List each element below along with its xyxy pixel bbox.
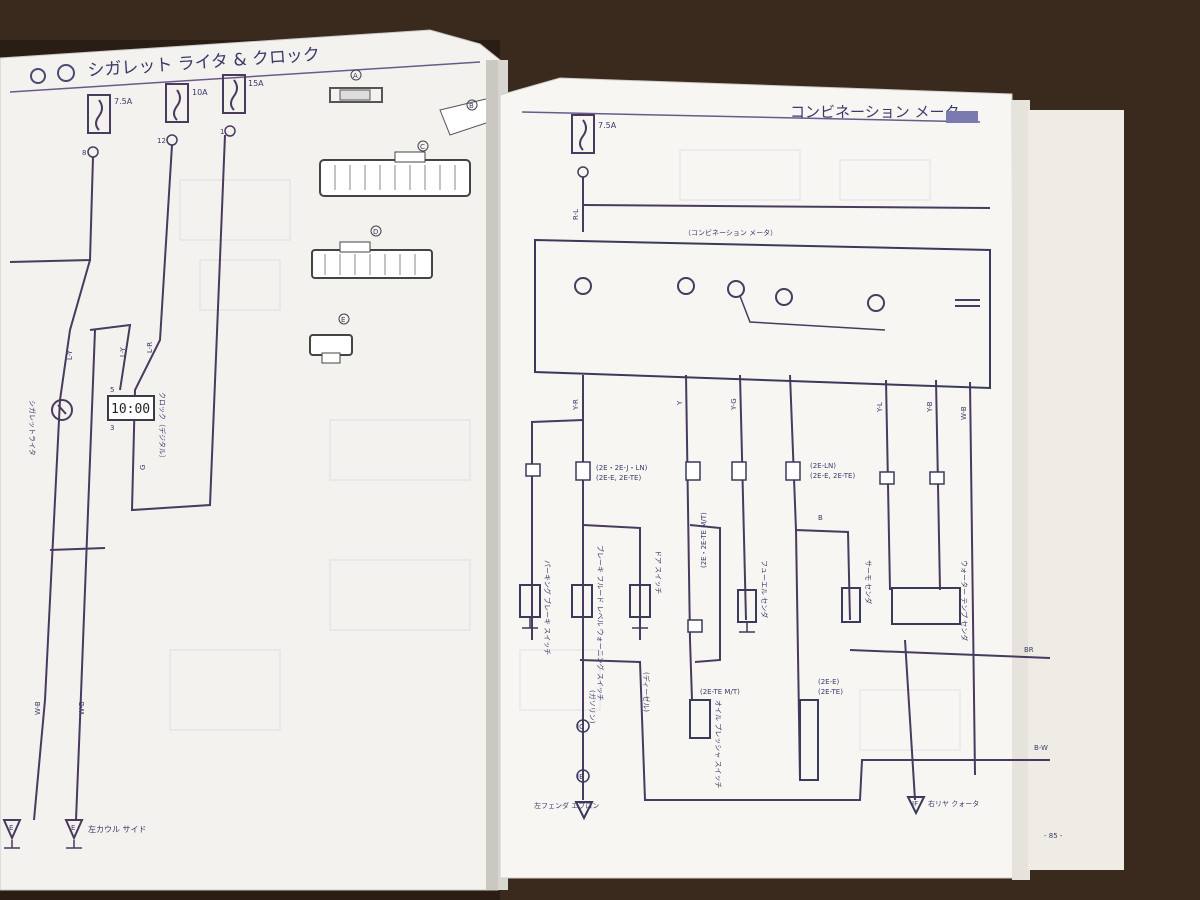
svg-text:フューエル センダ: フューエル センダ [760, 560, 769, 618]
svg-text:オイル プレッシャ スイッチ: オイル プレッシャ スイッチ [714, 700, 722, 788]
svg-text:サーモ センダ: サーモ センダ [864, 560, 873, 604]
svg-text:L-Y: L-Y [66, 350, 74, 360]
svg-text:Y-R: Y-R [572, 399, 580, 411]
fuse-icon [571, 114, 595, 154]
right-header: コンビネーション メータ [521, 103, 981, 123]
svg-text:ブレーキ フルード レベル ウォーニング スイッチ: ブレーキ フルード レベル ウォーニング スイッチ [596, 545, 605, 701]
variant-labels: (2E・2E-J・LN) (2E-E, 2E-TE) (2E-LN) (2E-E… [596, 462, 855, 696]
ground-icon [64, 819, 84, 841]
right-page: コンビネーション メータ 7.5A [499, 77, 1124, 880]
svg-text:L-R: L-R [146, 342, 154, 353]
svg-text:R-L: R-L [572, 209, 580, 220]
left-page: シガレット ライタ & クロック 7.5A 10A 15A 8 12 [0, 29, 501, 891]
svg-text:(2E-E): (2E-E) [818, 678, 840, 686]
fuse-icon [222, 74, 246, 114]
ground-location-label: 左カウル サイド [88, 824, 147, 834]
right-grounds: IC IE IF 左フェンダ エプロン 右リヤ クォータ [534, 719, 979, 821]
svg-text:L-Y: L-Y [119, 347, 127, 357]
pin-number: 12 [157, 137, 166, 145]
svg-text:IF: IF [912, 800, 918, 808]
ground-location-label: 右リヤ クォータ [928, 799, 979, 808]
right-page-title: コンビネーション メータ [790, 103, 959, 121]
svg-text:(2E-LN): (2E-LN) [810, 462, 836, 470]
fuse-rating: 15A [248, 79, 264, 88]
right-wire-labels: R-L Y-R Y Y-G B Y-L Y-B W-B BR B-W [572, 209, 1048, 752]
left-grounds: E E 左カウル サイド [2, 819, 147, 849]
svg-text:G: G [139, 465, 147, 470]
pin-number: 1 [220, 128, 224, 136]
svg-text:(2E-E, 2E-TE): (2E-E, 2E-TE) [810, 472, 855, 480]
svg-text:(ディーゼル): (ディーゼル) [642, 672, 651, 712]
svg-text:E: E [9, 824, 13, 832]
svg-text:(2E-E, 2E-TE): (2E-E, 2E-TE) [596, 474, 641, 482]
svg-text:(2E-TE): (2E-TE) [818, 688, 843, 696]
svg-text:B: B [818, 514, 823, 522]
fuse-icon [87, 94, 111, 134]
cigarette-lighter: シガレットライタ [28, 399, 73, 456]
clock: 10:00 クロック（デジタル） 5 3 [107, 386, 167, 462]
ground-icon [574, 801, 594, 821]
svg-text:B: B [469, 102, 474, 110]
left-fuses: 7.5A 10A 15A 8 12 1 [82, 74, 264, 158]
left-wire-labels: L-Y L-Y L-R G W-B W-B [34, 342, 154, 715]
connector-diagrams: A C D E B [309, 69, 496, 364]
svg-text:Y-L: Y-L [876, 402, 884, 413]
fuse-icon [165, 83, 189, 123]
svg-text:クロック（デジタル）: クロック（デジタル） [158, 392, 167, 462]
svg-text:C: C [420, 143, 425, 151]
svg-text:パーキング ブレーキ スイッチ: パーキング ブレーキ スイッチ [543, 560, 552, 655]
lighter-icon [51, 399, 73, 421]
ground-icon [2, 819, 22, 841]
svg-text:5: 5 [110, 386, 114, 394]
right-wires [531, 177, 1051, 801]
components: パーキング ブレーキ スイッチ ブレーキ フルード レベル ウォーニング スイッ… [519, 545, 969, 788]
svg-text:(2E-TE M/T): (2E-TE M/T) [700, 688, 740, 696]
svg-text:W-B: W-B [78, 701, 86, 715]
ground-location-label: 左フェンダ エプロン [534, 801, 599, 810]
fuse-rating: 7.5A [114, 97, 133, 106]
fuse-rating: 10A [192, 88, 208, 97]
svg-text:W-B: W-B [960, 406, 968, 420]
svg-text:（コンビネーション メータ）: （コンビネーション メータ） [684, 228, 777, 237]
svg-text:(2E・2E-J・LN): (2E・2E-J・LN) [596, 464, 648, 472]
svg-text:ドア スイッチ: ドア スイッチ [654, 550, 662, 594]
svg-text:IC: IC [577, 723, 584, 731]
svg-text:E: E [71, 824, 75, 832]
svg-text:BR: BR [1024, 646, 1034, 654]
svg-text:Y: Y [676, 400, 684, 406]
clock-display: 10:00 [111, 402, 150, 417]
junction-connectors [525, 461, 945, 633]
ground-icon [906, 796, 926, 816]
combination-meter: （コンビネーション メータ） [534, 228, 991, 390]
svg-text:シガレットライタ: シガレットライタ [28, 400, 37, 456]
pin-number: 8 [82, 149, 86, 157]
svg-text:A: A [353, 72, 358, 80]
svg-text:D: D [373, 228, 378, 236]
svg-text:B-W: B-W [1034, 744, 1048, 752]
svg-text:(ガソリン): (ガソリン) [588, 690, 597, 724]
svg-text:E: E [341, 316, 345, 324]
svg-text:ウォーター テンプ センダ: ウォーター テンプ センダ [960, 560, 969, 641]
svg-text:3: 3 [110, 424, 114, 432]
svg-text:IE: IE [577, 773, 584, 781]
svg-text:(2E・2E-TE M/T): (2E・2E-TE M/T) [700, 512, 708, 568]
svg-text:Y-B: Y-B [926, 401, 934, 413]
svg-text:W-B: W-B [34, 701, 42, 715]
svg-text:Y-G: Y-G [730, 398, 738, 411]
fuse-rating: 7.5A [598, 121, 617, 130]
page-number: - 85 - [1044, 832, 1063, 840]
